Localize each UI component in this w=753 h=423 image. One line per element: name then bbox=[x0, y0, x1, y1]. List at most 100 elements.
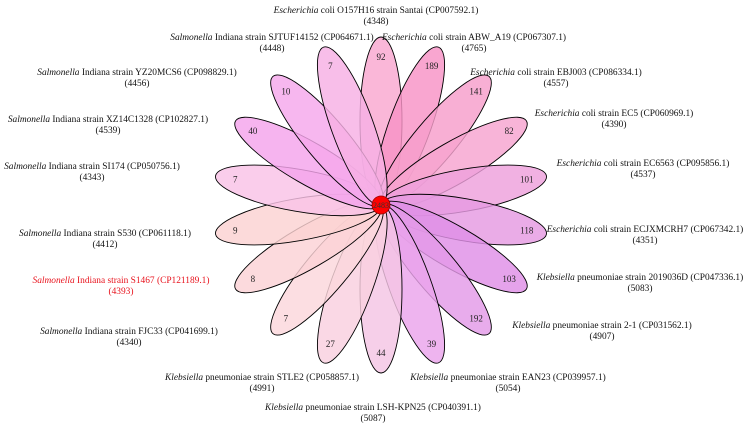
strain-gene-count: (4907) bbox=[590, 331, 615, 342]
strain-genus: Klebsiella bbox=[264, 403, 303, 413]
petal-unique-count: 10 bbox=[281, 87, 291, 97]
petal-unique-count: 92 bbox=[377, 52, 386, 62]
strain-gene-count: (4393) bbox=[109, 286, 134, 297]
strain-gene-count: (4412) bbox=[93, 239, 118, 250]
strain-accession: (CP095856.1) bbox=[676, 158, 729, 169]
strain-accession: (CP040391.1) bbox=[428, 402, 481, 413]
strain-name: coli strain EC6563 bbox=[601, 159, 676, 169]
strain-genus: Salmonella bbox=[33, 276, 75, 286]
strain-name: coli strain ABW_A19 bbox=[427, 33, 513, 43]
strain-name: Indiana strain YZ20MCS6 bbox=[79, 68, 183, 78]
petal-unique-count: 39 bbox=[427, 339, 437, 349]
strain-label: Escherichia coli strain EC5 (CP060969.1) bbox=[534, 108, 694, 119]
strain-gene-count: (4456) bbox=[125, 78, 150, 89]
strain-accession: (CP098829.1) bbox=[184, 67, 237, 78]
strain-genus: Klebsiella bbox=[409, 373, 448, 383]
strain-gene-count: (4348) bbox=[364, 16, 389, 27]
strain-accession: (CP050756.1) bbox=[127, 161, 180, 172]
strain-name: pneumoniae strain STLE2 bbox=[203, 373, 306, 383]
strain-name: Indiana strain S530 bbox=[61, 229, 139, 239]
strain-accession: (CP041699.1) bbox=[165, 326, 218, 337]
petal-unique-count: 7 bbox=[284, 313, 289, 323]
strain-accession: (CP102827.1) bbox=[155, 114, 208, 125]
petal-unique-count: 8 bbox=[251, 274, 256, 284]
petal-unique-count: 189 bbox=[425, 61, 439, 71]
strain-gene-count: (4539) bbox=[96, 125, 121, 136]
strain-label: Escherichia coli strain EC6563 (CP095856… bbox=[556, 158, 730, 169]
strain-label: Klebsiella pneumoniae strain STLE2 (CP05… bbox=[164, 372, 359, 383]
strain-genus: Escherichia bbox=[273, 6, 319, 16]
strain-name: Indiana strain FJC33 bbox=[82, 327, 165, 337]
strain-genus: Salmonella bbox=[40, 327, 82, 337]
strain-accession: (CP061118.1) bbox=[139, 228, 191, 239]
strain-name: coli O157H16 strain Santai bbox=[318, 6, 425, 16]
strain-name: Indiana strain SI174 bbox=[46, 162, 127, 172]
strain-label: Escherichia coli strain ABW_A19 (CP06730… bbox=[381, 32, 566, 43]
strain-genus: Klebsiella bbox=[164, 373, 203, 383]
strain-genus: Salmonella bbox=[8, 115, 50, 125]
strain-name: pneumoniae strain EAN23 bbox=[448, 373, 553, 383]
strain-label: Escherichia coli O157H16 strain Santai (… bbox=[273, 5, 479, 16]
strain-genus: Salmonella bbox=[37, 68, 79, 78]
strain-name: pneumoniae strain LSH-KPN25 bbox=[303, 403, 428, 413]
strain-label: Klebsiella pneumoniae strain 2019036D (C… bbox=[536, 272, 744, 283]
strain-name: pneumoniae strain 2-1 bbox=[550, 321, 639, 331]
strain-label: Salmonella Indiana strain SJTUF14152 (CP… bbox=[170, 32, 373, 43]
strain-accession: (CP047336.1) bbox=[690, 272, 743, 283]
petal-unique-count: 103 bbox=[502, 274, 516, 284]
strain-name: coli strain EC5 bbox=[579, 109, 640, 119]
petal-unique-count: 7 bbox=[328, 61, 333, 71]
strain-genus: Klebsiella bbox=[536, 273, 575, 283]
strain-name: coli strain EBJ003 bbox=[515, 68, 589, 78]
strain-name: Indiana strain SJTUF14152 bbox=[212, 33, 320, 43]
label-layer: Escherichia coli O157H16 strain Santai (… bbox=[4, 5, 743, 423]
strain-label: Klebsiella pneumoniae strain LSH-KPN25 (… bbox=[264, 402, 481, 413]
strain-accession: (CP031562.1) bbox=[639, 320, 692, 331]
petal-unique-count: 44 bbox=[377, 348, 387, 358]
strain-gene-count: (4991) bbox=[250, 383, 275, 394]
strain-label: Escherichia coli strain EBJ003 (CP086334… bbox=[469, 67, 642, 78]
strain-label: Salmonella Indiana strain SI174 (CP05075… bbox=[4, 161, 180, 172]
strain-name: Indiana strain S1467 bbox=[75, 276, 157, 286]
strain-gene-count: (4537) bbox=[631, 169, 656, 180]
strain-accession: (CP007592.1) bbox=[425, 5, 478, 16]
petal-unique-count: 101 bbox=[520, 174, 534, 184]
strain-genus: Klebsiella bbox=[511, 321, 550, 331]
strain-gene-count: (4351) bbox=[633, 235, 658, 246]
strain-label: Escherichia coli strain ECJXMCRH7 (CP067… bbox=[546, 224, 744, 235]
petal-unique-count: 27 bbox=[326, 339, 336, 349]
strain-genus: Salmonella bbox=[19, 229, 61, 239]
core-count: 2483 bbox=[373, 201, 389, 210]
core-circle bbox=[371, 195, 391, 215]
strain-accession: (CP060969.1) bbox=[640, 108, 693, 119]
strain-genus: Escherichia bbox=[556, 159, 602, 169]
petal-unique-count: 118 bbox=[520, 226, 534, 236]
strain-label: Salmonella Indiana strain S530 (CP061118… bbox=[19, 228, 191, 239]
strain-gene-count: (5087) bbox=[361, 413, 386, 423]
strain-genus: Escherichia bbox=[546, 225, 592, 235]
strain-label: Salmonella Indiana strain YZ20MCS6 (CP09… bbox=[37, 67, 236, 78]
strain-label: Salmonella Indiana strain FJC33 (CP04169… bbox=[40, 326, 218, 337]
strain-accession: (CP067307.1) bbox=[513, 32, 566, 43]
strain-label: Klebsiella pneumoniae strain EAN23 (CP03… bbox=[409, 372, 606, 383]
strain-accession: (CP039957.1) bbox=[553, 372, 606, 383]
strain-genus: Escherichia bbox=[534, 109, 580, 119]
strain-genus: Escherichia bbox=[381, 33, 427, 43]
strain-accession: (CP121189.1) bbox=[157, 275, 210, 286]
strain-gene-count: (4340) bbox=[117, 337, 142, 348]
strain-label: Salmonella Indiana strain XZ14C1328 (CP1… bbox=[8, 114, 208, 125]
strain-label: Klebsiella pneumoniae strain 2-1 (CP0315… bbox=[511, 320, 691, 331]
strain-gene-count: (5083) bbox=[628, 283, 653, 294]
strain-genus: Escherichia bbox=[469, 68, 515, 78]
strain-accession: (CP058857.1) bbox=[306, 372, 359, 383]
strain-genus: Salmonella bbox=[4, 162, 46, 172]
strain-gene-count: (4448) bbox=[260, 43, 285, 54]
petal-unique-count: 40 bbox=[248, 126, 258, 136]
strain-accession: (CP086334.1) bbox=[589, 67, 642, 78]
strain-gene-count: (4343) bbox=[80, 172, 105, 183]
petal-unique-count: 7 bbox=[233, 174, 238, 184]
strain-gene-count: (4765) bbox=[462, 43, 487, 54]
strain-gene-count: (4557) bbox=[544, 78, 569, 89]
